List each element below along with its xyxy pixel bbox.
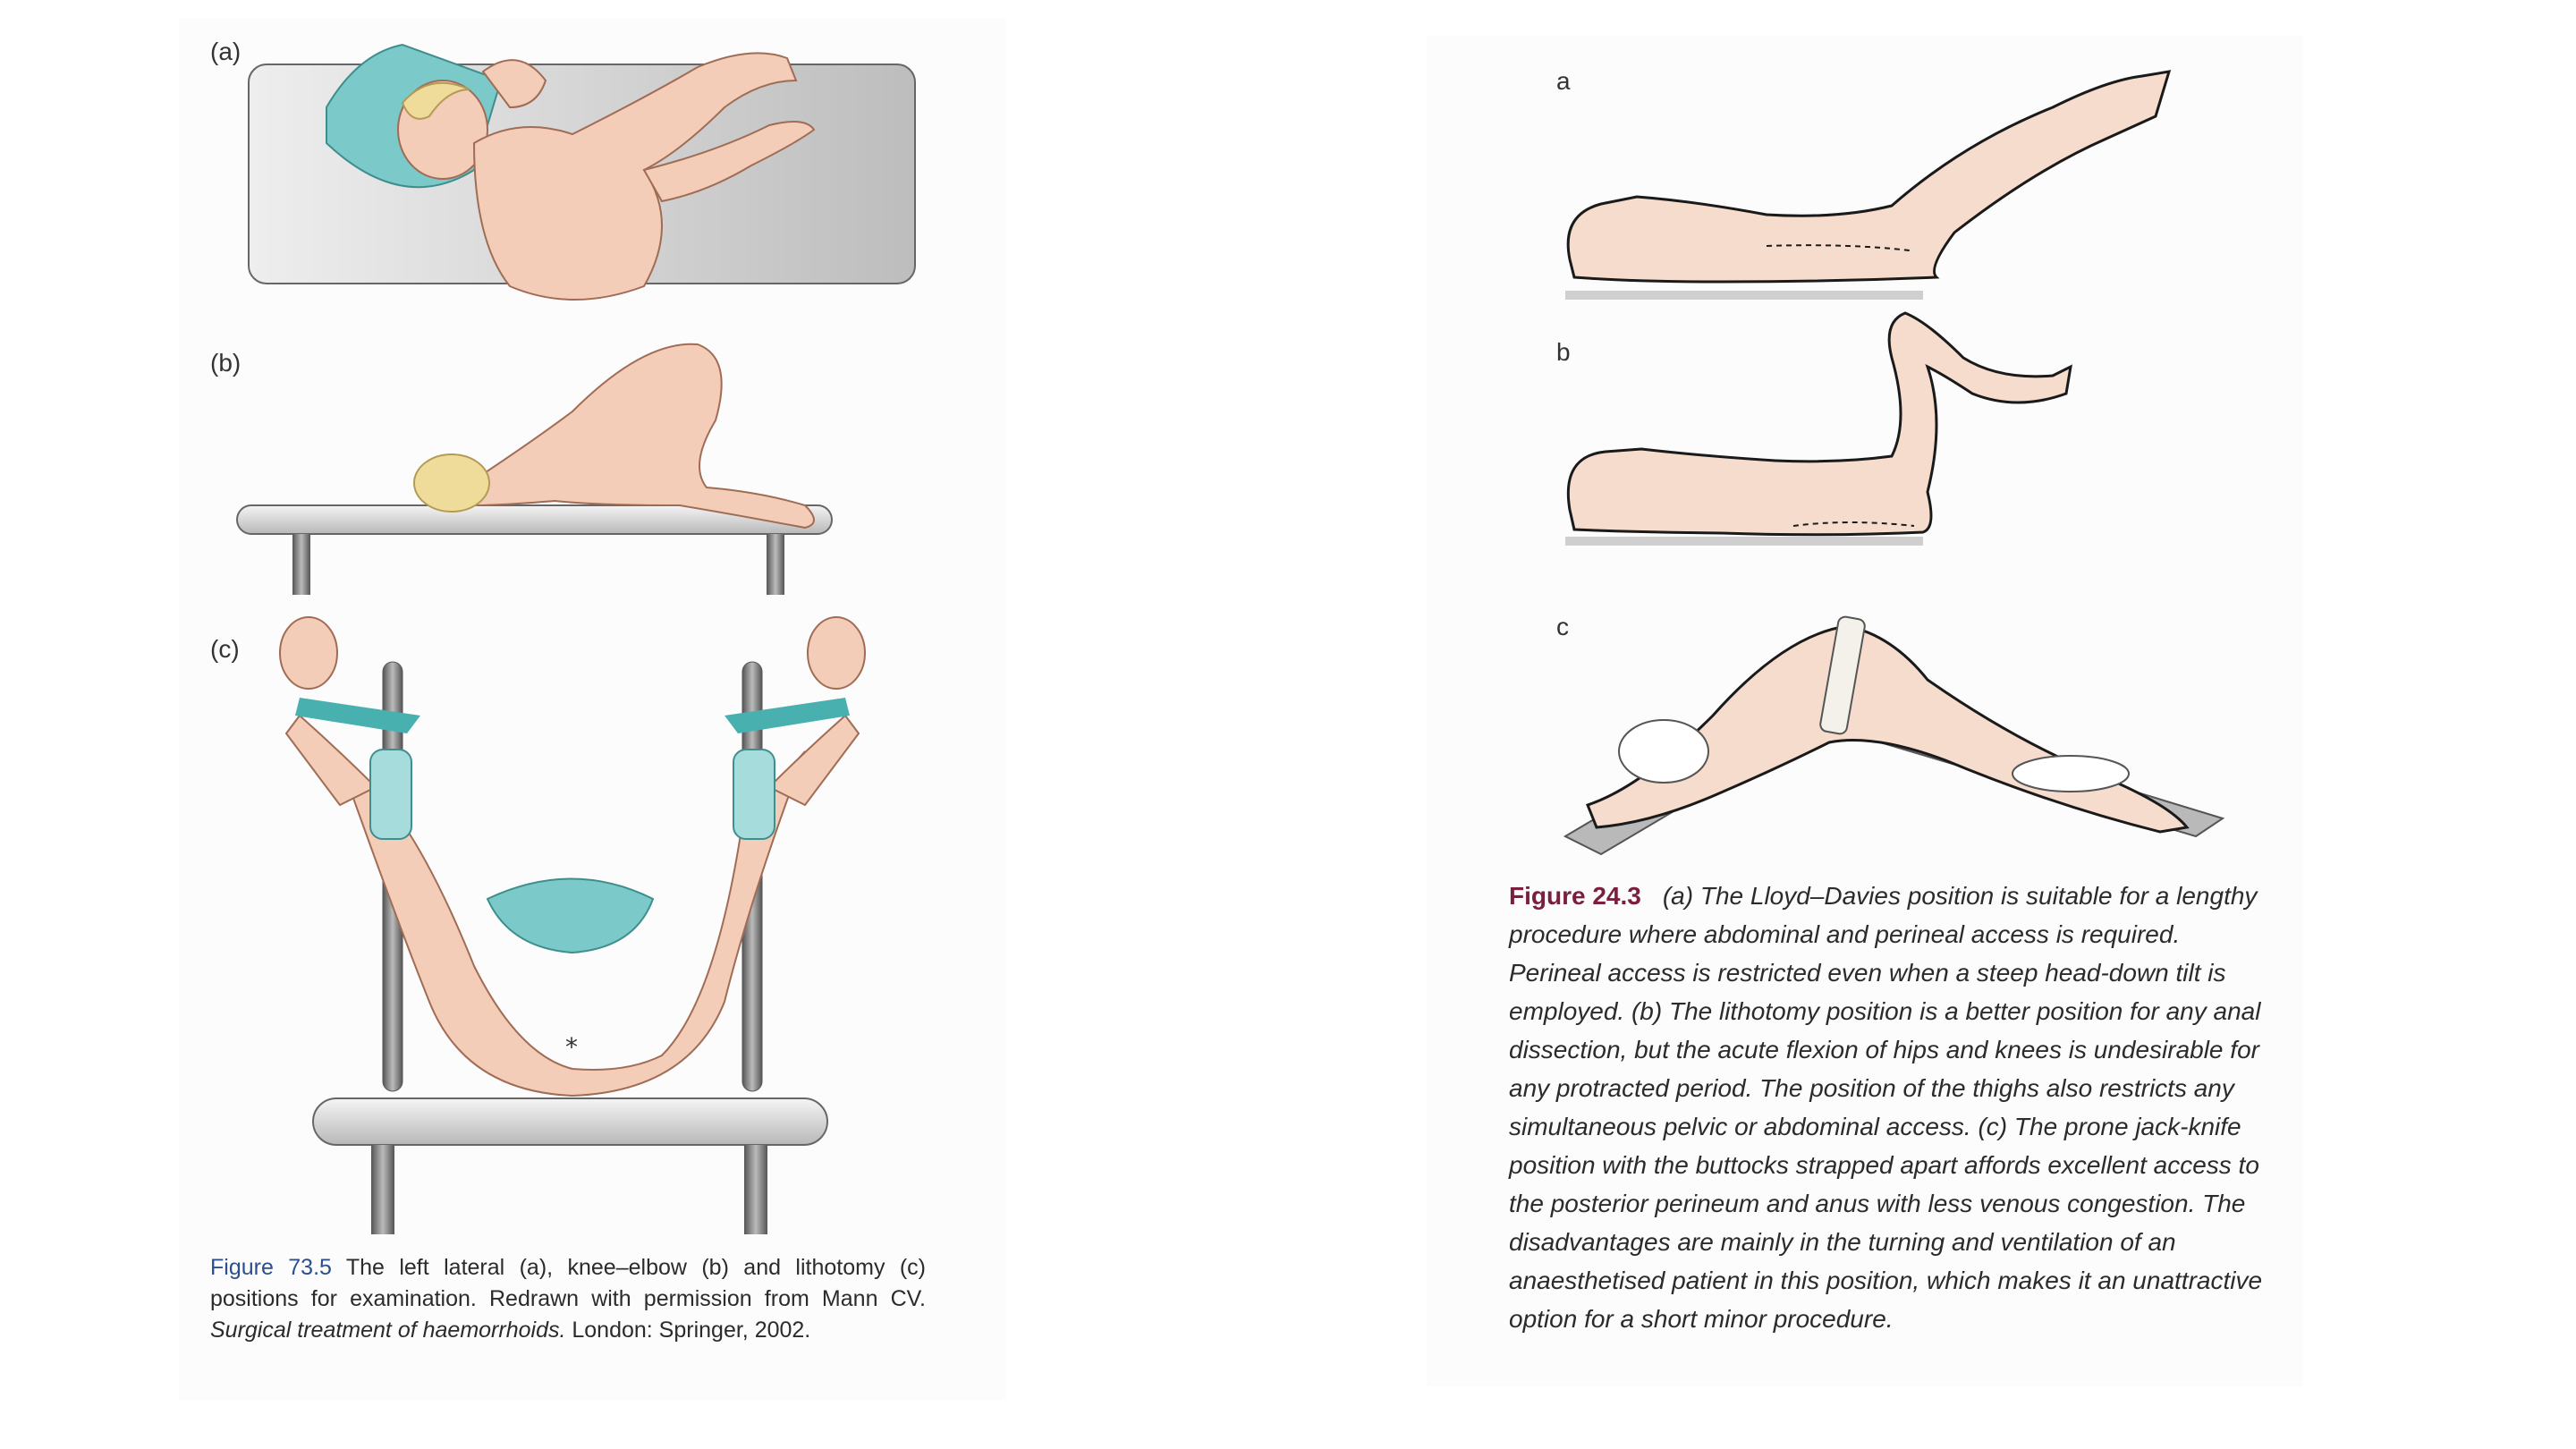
strap-right	[724, 698, 850, 733]
illustration-prone-jack-knife	[1563, 615, 2225, 856]
table-surface	[1565, 291, 1923, 300]
table-surface	[1565, 537, 1923, 546]
label-b: b	[1556, 338, 1571, 366]
left-illustrations: *	[236, 43, 916, 1234]
label-b: (b)	[210, 349, 242, 377]
illustration-left-lateral	[248, 43, 916, 301]
stirrup-clamp-right	[733, 749, 775, 840]
lower-leg	[642, 121, 816, 203]
caption-text: (a) The Lloyd–Davies position is suitabl…	[1509, 882, 2263, 1333]
table-leg	[767, 534, 784, 595]
label-c: c	[1556, 613, 1569, 640]
anus-marker: *	[565, 1032, 578, 1062]
table-leg	[371, 1145, 394, 1234]
torso-legs	[472, 52, 798, 301]
label-a: a	[1556, 67, 1571, 95]
head	[413, 453, 490, 513]
leg-support	[2012, 755, 2130, 792]
hidden-leg-line	[1766, 244, 1911, 251]
stirrup-clamp-left	[369, 749, 412, 840]
body	[1566, 70, 2172, 284]
right-illustrations	[1563, 70, 2225, 856]
illustration-lloyd-davies	[1565, 70, 2172, 300]
illustration-lithotomy: *	[279, 616, 866, 1234]
caption-citation-title: Surgical treatment of haemorrhoids.	[210, 1318, 566, 1343]
caption-text: The left lateral (a), knee–elbow (b) and…	[210, 1255, 926, 1311]
caption-citation-publisher: London: Springer, 2002.	[565, 1318, 811, 1343]
exam-table-top	[312, 1097, 828, 1146]
body	[472, 343, 815, 530]
foot-left	[279, 616, 338, 690]
illustration-knee-elbow	[236, 343, 833, 595]
figure-number: Figure 73.5	[210, 1255, 332, 1280]
left-figure-caption: Figure 73.5 The left lateral (a), knee–e…	[210, 1252, 926, 1346]
foot-right	[807, 616, 866, 690]
hair	[401, 81, 470, 120]
right-figure-panel: a b c Figure 24.3(a) The Lloyd–Davies po…	[1427, 36, 2303, 1386]
illustration-lithotomy-outline	[1565, 311, 2072, 546]
strap-left	[295, 698, 420, 733]
label-a: (a)	[210, 38, 242, 65]
exam-table-top	[236, 504, 833, 535]
table-leg	[292, 534, 310, 595]
hidden-leg-line	[1792, 521, 1915, 527]
pelvis-thighs	[339, 750, 806, 1097]
calf-right	[767, 714, 860, 807]
arm	[481, 59, 547, 109]
body	[1566, 311, 2072, 537]
head-support	[1618, 719, 1709, 784]
drape	[486, 877, 655, 954]
figure-number: Figure 24.3	[1509, 882, 1641, 910]
left-figure-panel: (a) (b) (c)	[179, 18, 1006, 1400]
right-figure-caption: Figure 24.3(a) The Lloyd–Davies position…	[1509, 877, 2269, 1338]
table-leg	[744, 1145, 767, 1234]
label-c: (c)	[210, 635, 240, 663]
calf-left	[284, 714, 377, 807]
buttock-strap	[1819, 615, 1866, 735]
